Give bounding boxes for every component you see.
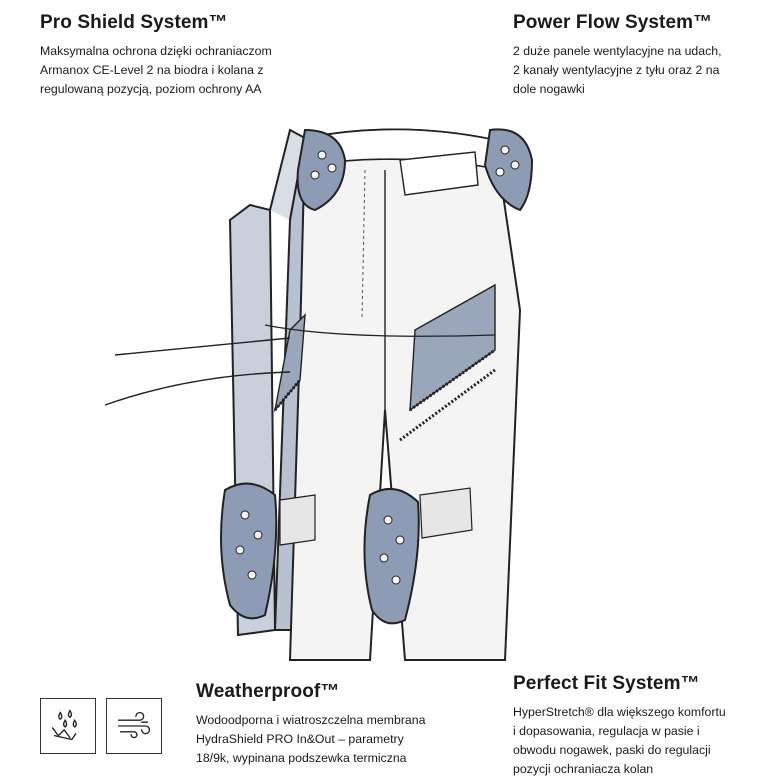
left-hip-armor [296, 128, 347, 212]
weatherproof-text: Wodoodporna i wiatroszczelna membrana Hy… [196, 713, 426, 765]
pro-shield-text: Maksymalna ochrona dzięki ochraniaczom A… [40, 44, 272, 96]
perfect-fit-text: HyperStretch® dla większego komfortu i d… [513, 705, 726, 776]
perfect-fit-title: Perfect Fit System™ [513, 673, 700, 694]
weatherproof-title: Weatherproof™ [196, 681, 340, 702]
pants-illustration [100, 110, 660, 670]
pro-shield-block: Pro Shield System™ Maksymalna ochrona dz… [40, 12, 340, 99]
power-flow-title: Power Flow System™ [513, 12, 713, 33]
perfect-fit-block: Perfect Fit System™ HyperStretch® dla wi… [513, 673, 763, 779]
left-vent-mesh [273, 313, 306, 413]
power-flow-text: 2 duże panele wentylacyjne na udach, 2 k… [513, 44, 722, 96]
rain-drops-icon [40, 698, 96, 754]
right-knee-armor [363, 487, 420, 625]
wind-icon [106, 698, 162, 754]
right-hip-armor [483, 128, 534, 212]
left-knee-armor [220, 482, 278, 620]
weatherproof-block: Weatherproof™ Wodoodporna i wiatroszczel… [196, 681, 486, 768]
pro-shield-title: Pro Shield System™ [40, 12, 228, 33]
power-flow-block: Power Flow System™ 2 duże panele wentyla… [513, 12, 763, 99]
pants-drawing [104, 128, 534, 661]
